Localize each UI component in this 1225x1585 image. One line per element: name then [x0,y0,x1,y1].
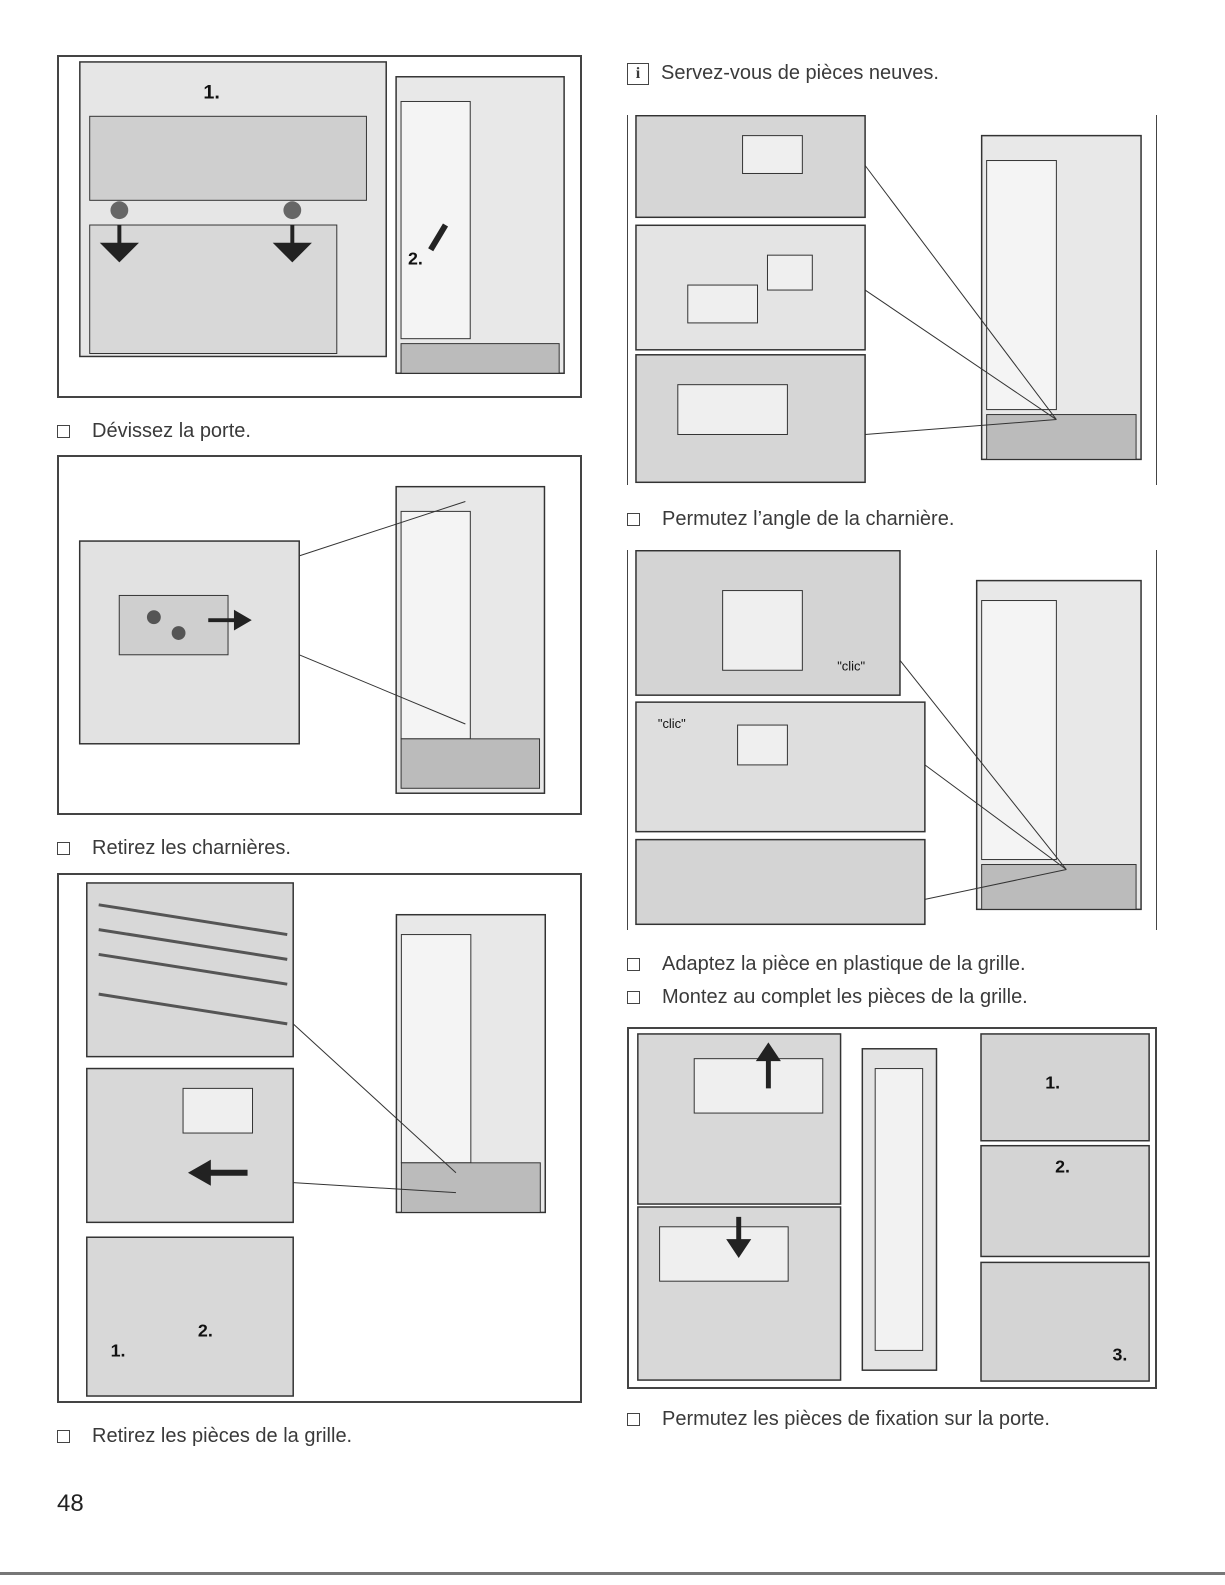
checkbox-icon [627,991,640,1004]
fig6-label-1: 1. [1045,1072,1060,1092]
info-icon: i [627,62,649,85]
fig1-label-2: 2. [408,249,423,269]
checkbox-icon [627,958,640,971]
checkbox-icon [57,842,70,855]
caption-step7: Permutez les pièces de fixation sur la p… [627,1408,1050,1431]
caption-step1: Dévissez la porte. [57,420,251,443]
figure-swap-door-fixings: 1. 2. 3. [627,1027,1157,1389]
fig3-label-1: 1. [111,1340,126,1360]
figure-fit-grille-plastic: "clic" "clic" [627,550,1157,930]
figure-swap-hinge-angle [627,115,1157,485]
checkbox-icon [627,1413,640,1426]
checkbox-icon [57,1430,70,1443]
checkbox-icon [627,513,640,526]
caption-step2: Retirez les charnières. [57,837,291,860]
fig6-label-2: 2. [1055,1156,1070,1176]
fig5-clic-2: "clic" [658,716,686,731]
caption-step6: Montez au complet les pièces de la grill… [627,986,1028,1009]
caption-step4: Permutez l’angle de la charnière. [627,508,954,531]
checkbox-icon [57,425,70,438]
caption-step5: Adaptez la pièce en plastique de la gril… [627,953,1026,976]
fig1-label-1: 1. [203,82,219,104]
figure-remove-hinges [57,455,582,815]
fig5-clic-1: "clic" [837,658,865,673]
page-number: 48 [57,1490,84,1517]
info-note: i Servez-vous de pièces neuves. [627,62,939,85]
figure-remove-grille: 1. 2. [57,873,582,1403]
fig3-label-2: 2. [198,1320,213,1340]
caption-step3: Retirez les pièces de la grille. [57,1425,352,1448]
figure-unscrew-door: 1. 2. [57,55,582,398]
fig6-label-3: 3. [1113,1344,1128,1364]
bottom-rule [0,1572,1225,1575]
